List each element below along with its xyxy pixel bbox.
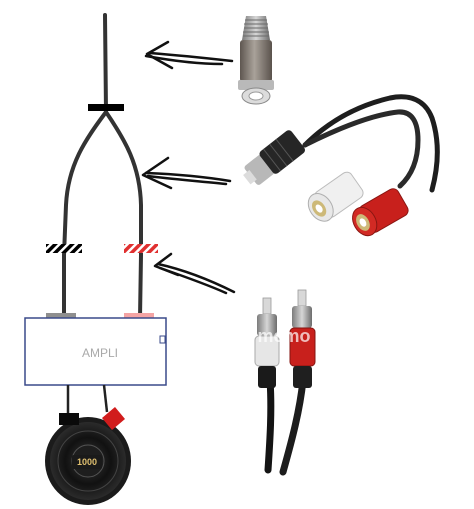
sub-red-terminal [102, 407, 125, 430]
arrow-icon-middle [141, 156, 232, 190]
amplifier-box: AMPLI [24, 317, 167, 386]
splitter-red-jack [352, 188, 409, 237]
watermark-text: memo [257, 326, 310, 346]
splitter-junction-marker [88, 104, 124, 111]
rca-pair-cable-icon: memo [254, 289, 316, 476]
sub-right-wire [102, 384, 109, 413]
left-branch-cable [62, 110, 108, 318]
white-rca-plug [254, 297, 280, 388]
right-branch-cable [104, 110, 143, 319]
main-cable [103, 13, 108, 114]
hand-drawn-wiring: AMPLI 1000 [24, 13, 167, 505]
amplifier-label: AMPLI [82, 346, 118, 360]
left-channel-marker [46, 244, 82, 253]
rca-plug-icon [238, 16, 274, 105]
arrow-icon-bottom [153, 252, 236, 295]
right-channel-marker [124, 244, 158, 253]
rca-y-splitter-icon [243, 94, 440, 237]
red-rca-plug [289, 289, 316, 388]
subwoofer-logo: 1000 [77, 457, 97, 467]
subwoofer-icon: 1000 [45, 407, 131, 505]
hand-drawn-arrows [141, 40, 236, 295]
sub-black-terminal [59, 413, 79, 425]
splitter-white-jack [307, 171, 364, 222]
splitter-male-plug [243, 130, 306, 185]
arrow-icon-top [144, 40, 234, 70]
